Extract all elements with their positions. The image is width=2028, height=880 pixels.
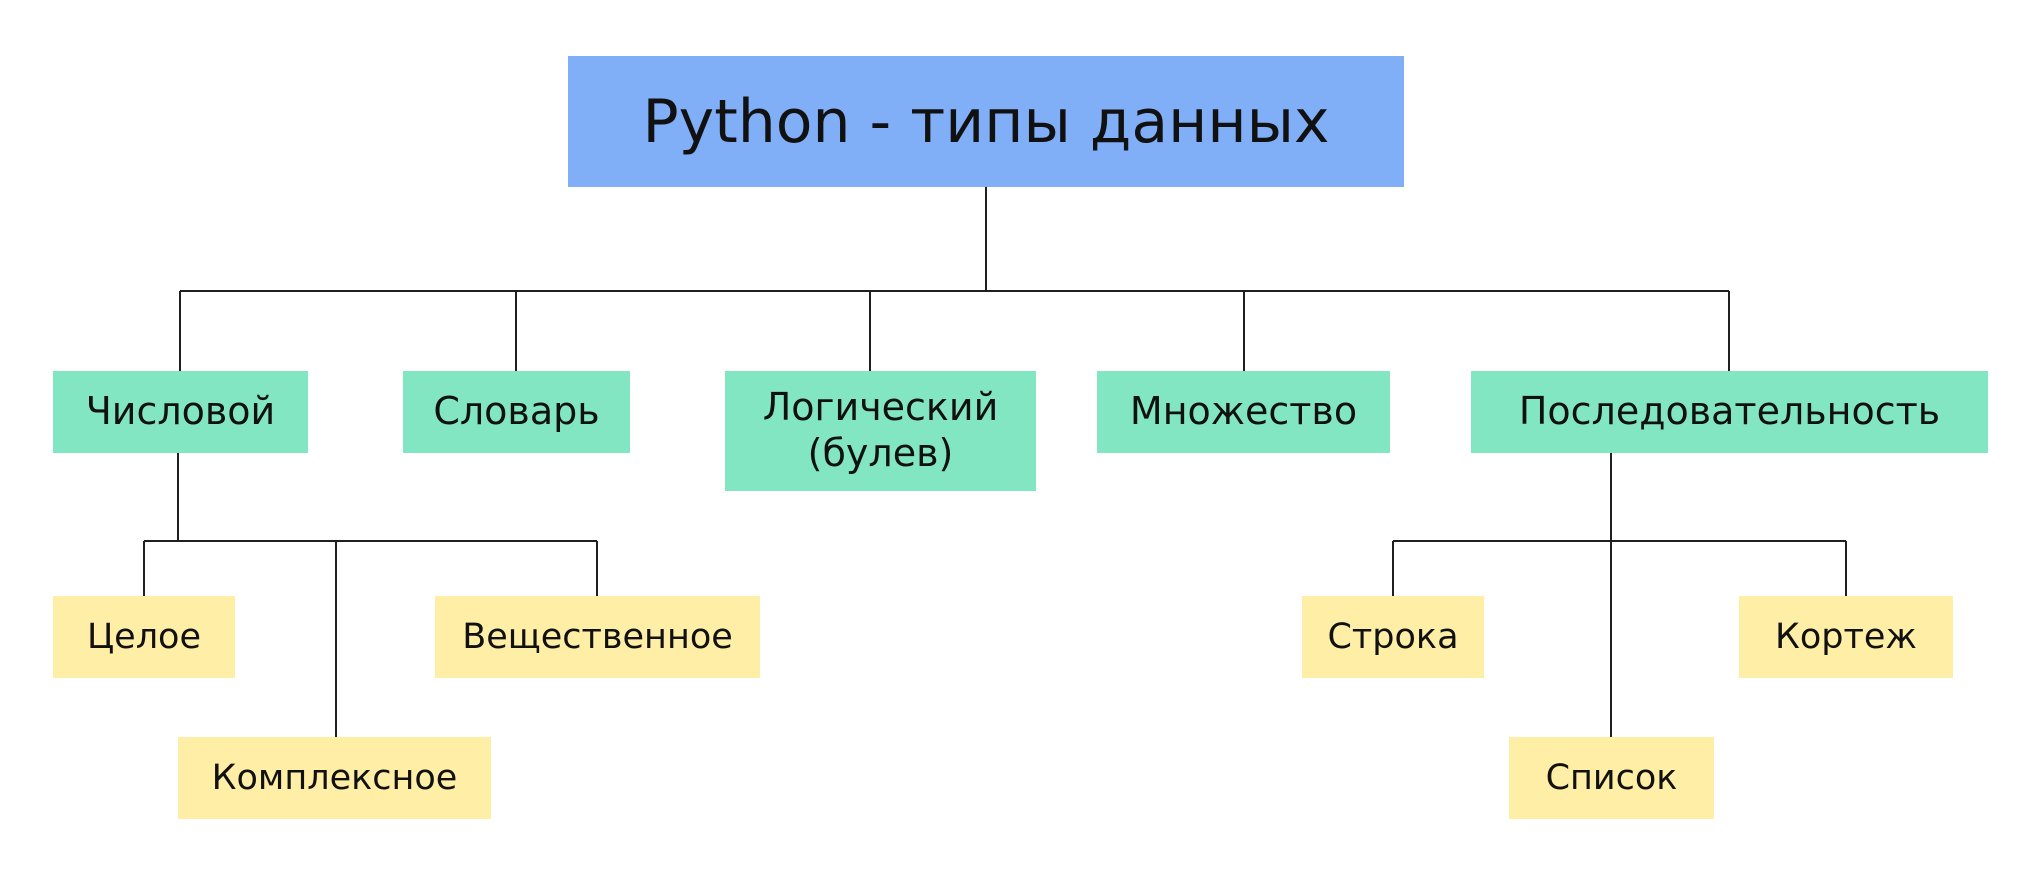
subtype-label: Строка — [1327, 617, 1459, 657]
subtype-label: Вещественное — [462, 617, 733, 657]
subtype-tuple: Кортеж — [1739, 596, 1953, 678]
root-label: Python - типы данных — [642, 86, 1330, 157]
category-boolean: Логический (булев) — [725, 371, 1036, 491]
category-numeric: Числовой — [53, 371, 308, 453]
subtype-label: Целое — [86, 617, 202, 657]
subtype-float: Вещественное — [435, 596, 760, 678]
subtype-label: Список — [1545, 758, 1678, 798]
category-label: Логический (булев) — [762, 385, 999, 475]
root-node-python-data-types: Python - типы данных — [568, 56, 1404, 187]
category-set: Множество — [1097, 371, 1390, 453]
category-label: Последовательность — [1518, 389, 1941, 434]
subtype-integer: Целое — [53, 596, 235, 678]
subtype-label: Комплексное — [211, 758, 458, 798]
subtype-string: Строка — [1302, 596, 1484, 678]
subtype-label: Кортеж — [1775, 617, 1917, 657]
category-label: Числовой — [85, 389, 276, 434]
subtype-complex: Комплексное — [178, 737, 491, 819]
category-label: Множество — [1129, 389, 1358, 434]
subtype-list: Список — [1509, 737, 1714, 819]
category-label: Словарь — [433, 389, 600, 434]
category-sequence: Последовательность — [1471, 371, 1988, 453]
category-dictionary: Словарь — [403, 371, 630, 453]
